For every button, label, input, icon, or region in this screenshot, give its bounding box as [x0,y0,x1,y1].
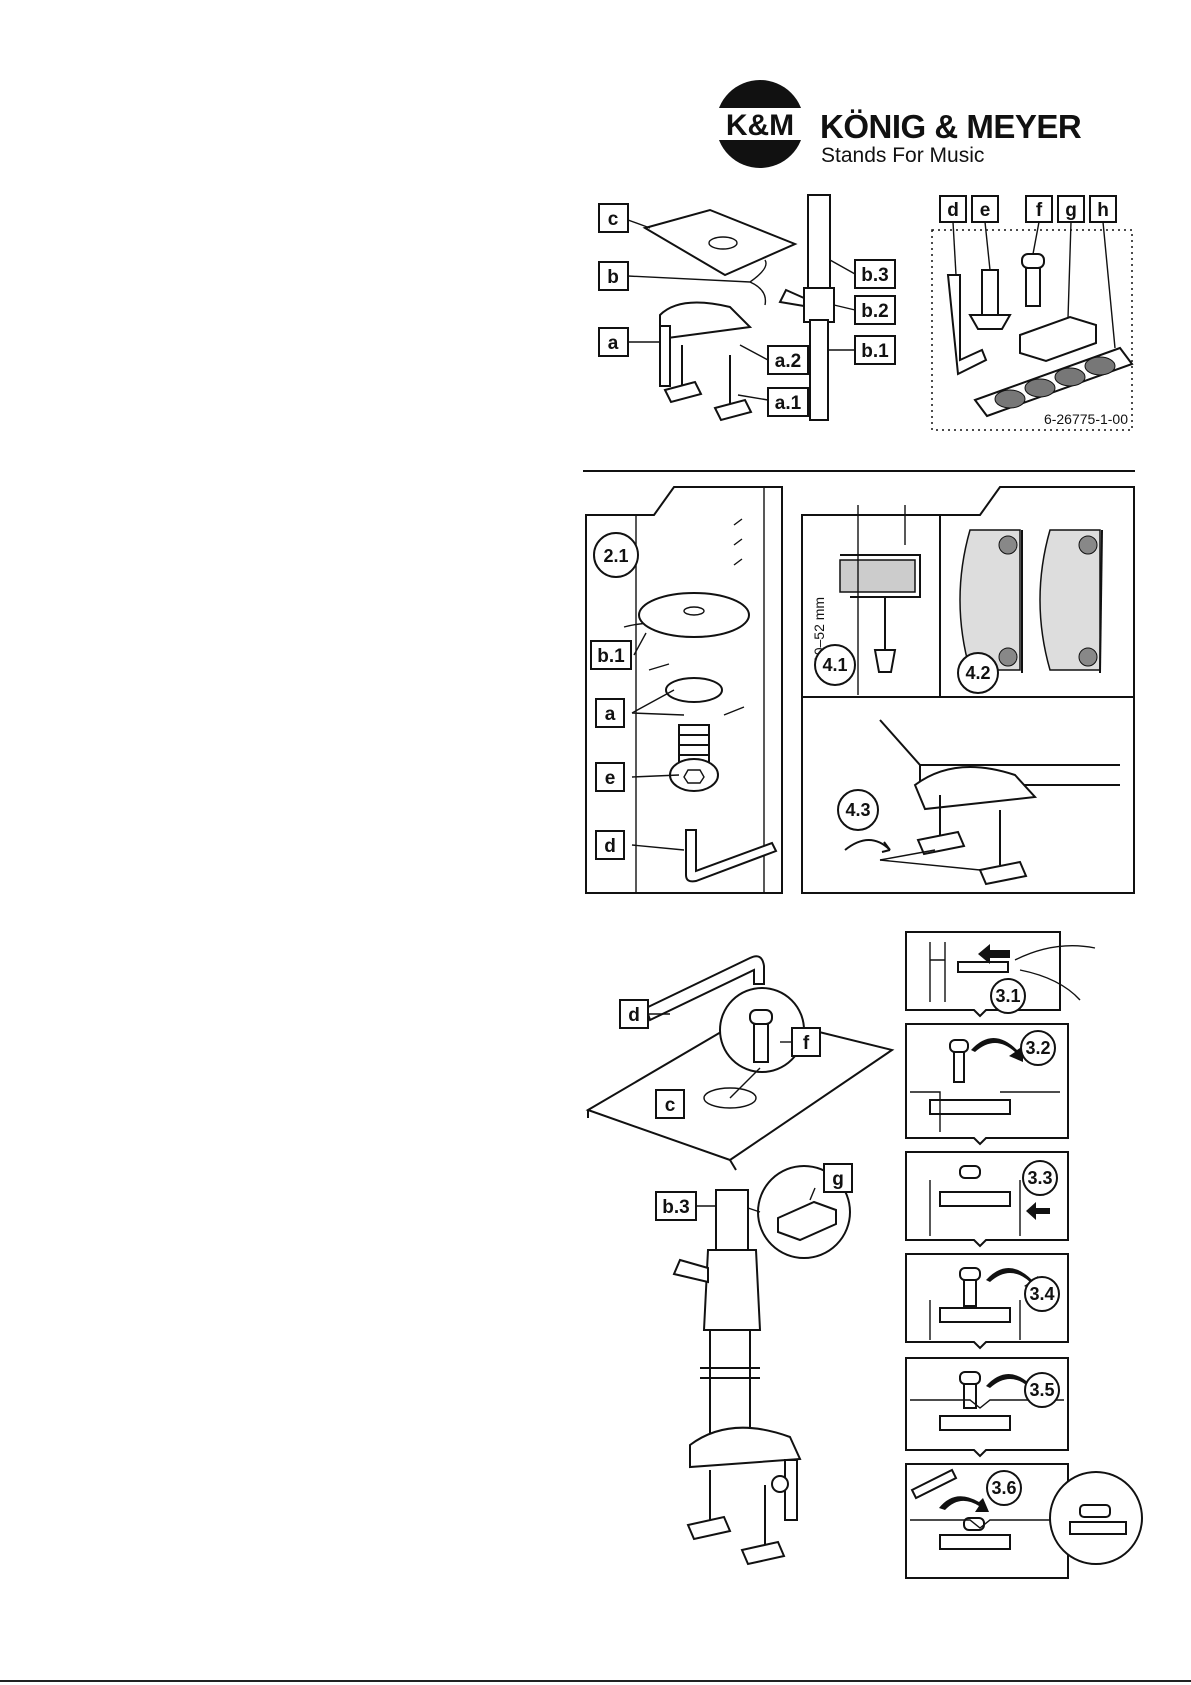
label-c: c [599,204,628,232]
bottom-rule [0,1680,1191,1682]
svg-text:g: g [1065,200,1077,221]
assembly-label-g: g [824,1164,852,1192]
brand-name: KÖNIG & MEYER [820,108,1081,146]
label-step2-b1: b.1 [591,641,631,669]
label-step2-d: d [596,831,624,859]
svg-text:d: d [628,1005,640,1026]
step-4-3-marker: 4.3 [838,790,878,830]
svg-text:b.1: b.1 [861,341,889,362]
svg-text:3.3: 3.3 [1027,1168,1052,1188]
step-3-4-marker: 3.4 [1025,1277,1059,1311]
svg-text:f: f [803,1033,810,1054]
clamp-a-drawing [660,303,750,340]
part-number: 6-26775-1-00 [1044,411,1128,427]
logo-text: K&M [726,109,794,142]
flange-a [666,678,722,702]
parts-overview: c b a a.2 a.1 b.3 b.2 b.1 [590,180,910,440]
svg-text:b: b [607,267,619,288]
label-a2: a.2 [768,346,808,374]
step-3-1-marker: 3.1 [991,979,1025,1013]
small-parts: d e f g h 6-26775-1-00 [920,190,1140,440]
assembly-label-b3: b.3 [656,1192,696,1220]
svg-text:b.2: b.2 [861,301,888,322]
pole-lower [810,320,828,420]
section-divider [583,470,1135,472]
svg-text:h: h [1097,200,1109,221]
svg-text:3.6: 3.6 [991,1478,1016,1498]
svg-text:f: f [1036,200,1043,221]
hex-key-d [686,830,776,881]
label-g: g [1058,196,1084,222]
panel-step-2-1: 2.1 b.1 a e d [584,485,784,895]
step-3-6-marker: 3.6 [987,1471,1021,1505]
brand-header: K&M KÖNIG & MEYER Stands For Music [700,80,1120,170]
svg-text:2.1: 2.1 [603,546,628,566]
assembly-label-c: c [656,1090,684,1118]
svg-text:c: c [665,1095,676,1116]
svg-text:c: c [608,209,619,230]
svg-text:a.1: a.1 [775,393,802,414]
label-a1: a.1 [768,388,808,416]
assembly-label-f: f [792,1028,820,1056]
svg-text:b.3: b.3 [662,1197,689,1218]
svg-text:e: e [605,768,616,789]
step-4-2-marker: 4.2 [958,653,998,693]
main-assembly: d f c b.3 g [580,950,910,1590]
svg-text:4.3: 4.3 [845,800,870,820]
svg-text:3.1: 3.1 [995,986,1020,1006]
label-h: h [1090,196,1116,222]
label-f: f [1026,196,1052,222]
step-4-1-marker: 4.1 [815,645,855,685]
step-3-5-marker: 3.5 [1025,1373,1059,1407]
svg-text:d: d [604,836,616,857]
svg-text:a: a [608,333,619,354]
svg-text:a: a [605,704,616,725]
label-e: e [972,196,998,222]
svg-text:g: g [832,1169,844,1190]
svg-text:b.1: b.1 [597,646,625,667]
step-2-1-marker: 2.1 [594,533,638,577]
panel-step-3-6 [906,1464,1142,1578]
svg-text:d: d [947,200,959,221]
svg-text:b.3: b.3 [861,265,888,286]
brand-tagline: Stands For Music [821,144,984,168]
plate-c-drawing [645,210,795,275]
svg-text:e: e [980,200,991,221]
label-step2-a: a [596,699,624,727]
label-b: b [599,262,628,290]
pole-upper [808,195,830,290]
svg-text:3.5: 3.5 [1029,1380,1054,1400]
label-step2-e: e [596,763,624,791]
panel-step-4: 10–52 mm 4.1 4.2 4.3 [800,485,1136,895]
svg-text:3.4: 3.4 [1029,1284,1054,1304]
label-b3: b.3 [855,260,895,288]
steps-3-column: 3.1 3.2 3.3 3.4 [900,930,1150,1590]
svg-text:4.2: 4.2 [965,663,990,683]
step-3-3-marker: 3.3 [1023,1161,1057,1195]
label-d: d [940,196,966,222]
label-b2: b.2 [855,296,895,324]
svg-text:3.2: 3.2 [1025,1038,1050,1058]
label-a: a [599,328,628,356]
svg-text:4.1: 4.1 [822,655,847,675]
label-b1: b.1 [855,336,895,364]
step-3-2-marker: 3.2 [1021,1031,1055,1065]
svg-text:a.2: a.2 [775,351,801,372]
assembly-label-d: d [620,1000,648,1028]
